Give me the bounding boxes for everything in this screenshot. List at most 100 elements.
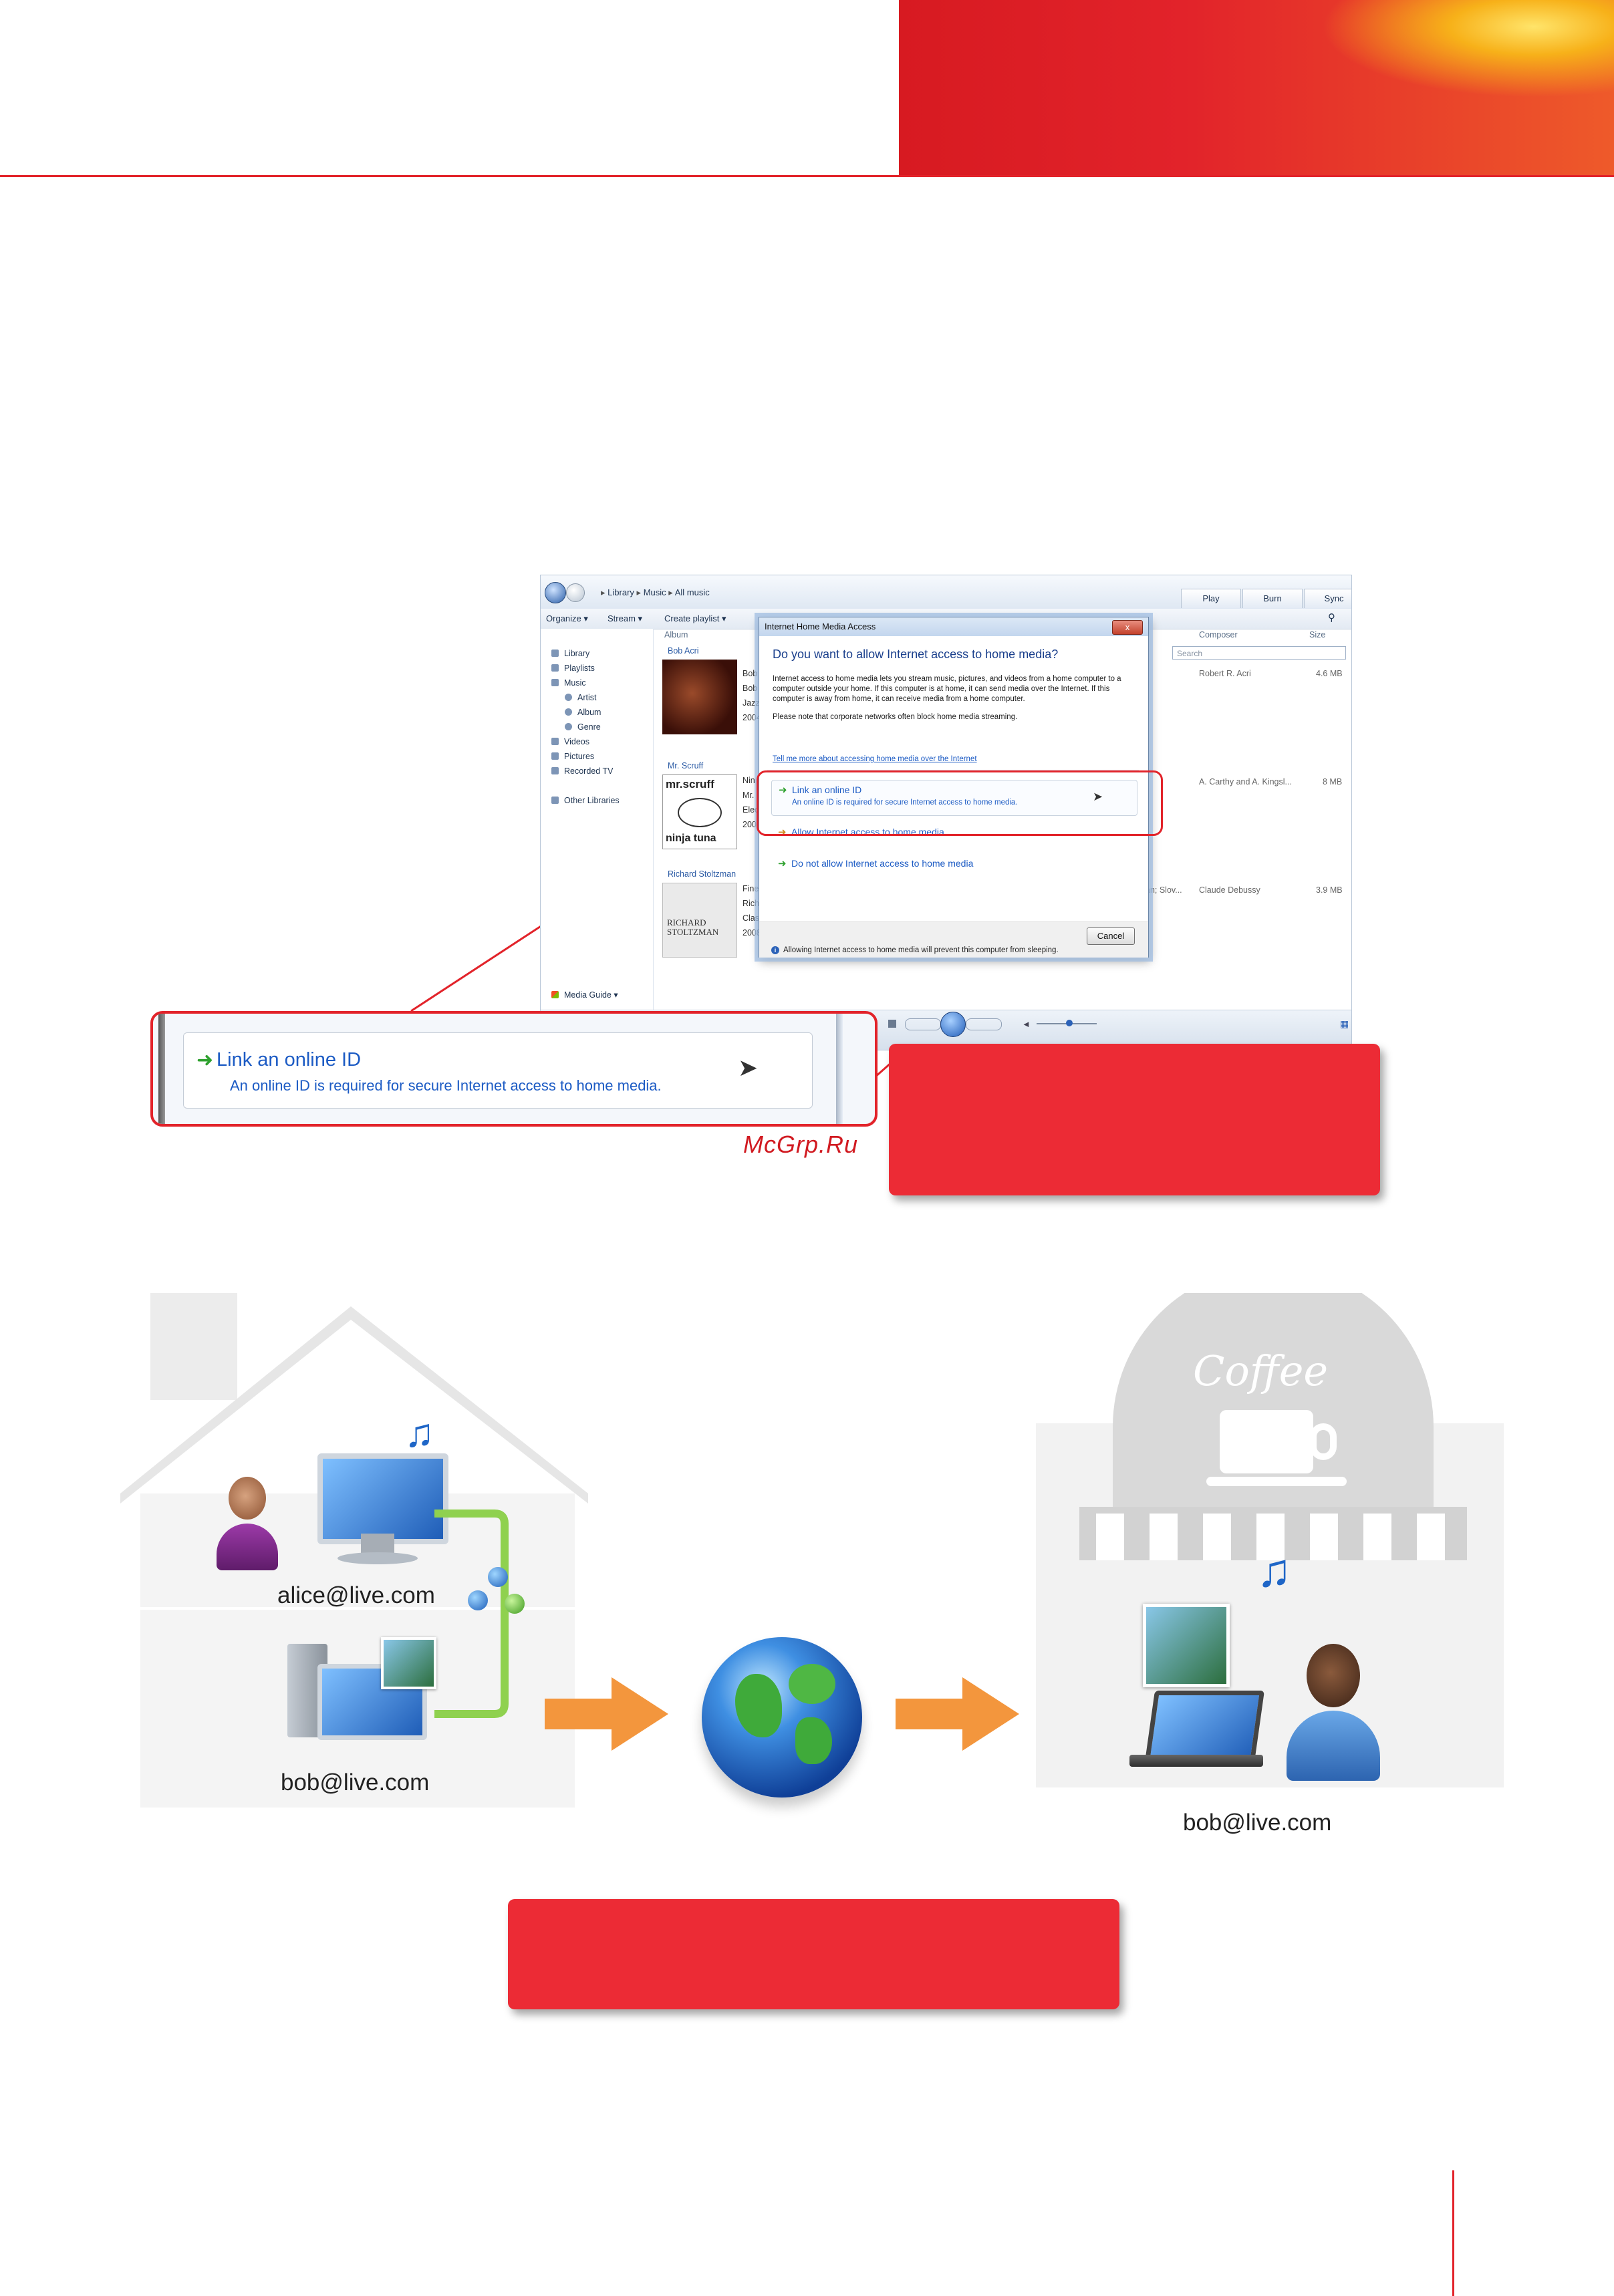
playlists-icon [551,664,559,672]
breadcrumb[interactable]: ▸ Library ▸ Music ▸ All music [601,587,710,597]
stream-menu[interactable]: Stream ▾ [608,613,643,623]
info-icon: i [771,946,779,954]
album-art[interactable]: mr.scruff ninja tuna [662,774,737,849]
learn-more-link[interactable]: Tell me more about accessing home media … [773,755,977,763]
internet-home-media-access-dialog: Internet Home Media Access x Do you want… [759,617,1149,958]
group-artist[interactable]: Richard Stoltzman [668,869,736,879]
bob-away-email-label: bob@live.com [1183,1810,1332,1836]
navigation-pane: Library Playlists Music Artist Album Gen… [541,629,654,1050]
watermark: McGrp.Ru [743,1131,859,1158]
album-art[interactable]: RICHARD STOLTZMAN [662,883,737,958]
music-note-icon [551,679,559,686]
album-icon [565,708,572,716]
nav-videos[interactable]: Videos [551,737,589,746]
windows-flag-icon [551,991,559,998]
artist-icon [565,694,572,701]
tab-sync[interactable]: Sync [1304,589,1351,608]
nav-music[interactable]: Music [551,678,586,688]
breadcrumb-library[interactable]: Library [608,587,634,597]
cancel-button[interactable]: Cancel [1087,927,1135,945]
album-art-text: RICHARD STOLTZMAN [667,917,719,937]
column-size[interactable]: Size [1309,630,1326,639]
option-title: Do not allow Internet access to home med… [791,858,974,869]
dialog-body: Internet access to home media lets you s… [773,675,1121,721]
green-arrow-icon: ➜ [779,784,787,796]
nav-genre[interactable]: Genre [565,722,601,732]
tab-play[interactable]: Play [1181,589,1241,608]
header-color-band [899,0,1614,177]
header-rule [0,175,1614,177]
alice-email-label: alice@live.com [277,1582,435,1608]
album-art[interactable] [662,660,737,734]
group-artist[interactable]: Mr. Scruff [668,761,704,770]
genre-icon [565,723,572,730]
close-button[interactable]: x [1112,620,1143,635]
column-composer[interactable]: Composer [1199,630,1238,639]
volume-thumb[interactable] [1066,1020,1073,1026]
composer-cell: Claude Debussy [1199,885,1260,895]
zoom-option-subtitle: An online ID is required for secure Inte… [230,1077,662,1094]
homegroup-icon [468,1567,528,1620]
nav-media-guide[interactable]: Media Guide ▾ [551,990,618,1000]
bob-avatar-icon [1280,1644,1387,1784]
play-button[interactable] [940,1012,966,1037]
back-button[interactable] [545,582,566,603]
group-artist[interactable]: Bob Acri [668,646,699,656]
dialog-heading: Do you want to allow Internet access to … [773,648,1059,661]
create-playlist-menu[interactable]: Create playlist ▾ [664,613,726,623]
option-do-not-allow[interactable]: ➜ Do not allow Internet access to home m… [771,855,1136,875]
nav-other-libraries[interactable]: Other Libraries [551,796,620,805]
option-title: Link an online ID [792,784,862,795]
album-art-text-top: mr.scruff [666,778,714,791]
nav-pictures[interactable]: Pictures [551,752,594,761]
search-input[interactable]: Search [1172,646,1346,660]
nav-playlists[interactable]: Playlists [551,664,595,673]
red-caption-box [508,1899,1119,2009]
music-notes-icon: ♫ [1256,1544,1292,1596]
organize-menu[interactable]: Organize ▾ [546,613,588,623]
tab-burn[interactable]: Burn [1242,589,1303,608]
composer-cell: Robert R. Acri [1199,669,1251,678]
videos-icon [551,738,559,745]
highlight-callout [757,770,1163,836]
size-cell: 8 MB [1323,777,1343,786]
globe-icon [702,1637,862,1798]
option-link-online-id[interactable]: ➜ Link an online ID An online ID is requ… [771,780,1137,816]
switch-view-icon[interactable]: ▦ [1340,1018,1349,1029]
network-connection-lines [434,1510,509,1718]
arrow-right-icon [896,1677,1019,1751]
column-album[interactable]: Album [664,630,688,639]
breadcrumb-all-music[interactable]: All music [674,587,710,597]
nav-artist[interactable]: Artist [565,693,596,702]
nav-library[interactable]: Library [551,649,589,658]
stop-icon[interactable] [888,1020,896,1028]
player-title-bar: ▸ Library ▸ Music ▸ All music Play Burn … [541,575,1351,609]
music-notes-icon: ♫ [404,1411,434,1455]
previous-button[interactable] [905,1018,941,1030]
green-arrow-icon: ➜ [196,1049,214,1071]
library-icon [551,650,559,657]
tower-computer-icon [287,1630,436,1757]
volume-icon[interactable]: ◄ [1022,1019,1031,1029]
zoom-left-edge [158,1014,165,1124]
green-arrow-icon: ➜ [778,858,787,869]
red-note-box [889,1044,1380,1195]
search-icon[interactable]: ⚲ [1328,612,1335,623]
nav-recorded-tv[interactable]: Recorded TV [551,766,613,776]
coffee-sign-text: Coffee [1193,1346,1329,1395]
mouse-cursor-icon: ➤ [1093,790,1103,803]
next-button[interactable] [966,1018,1002,1030]
forward-button[interactable] [566,583,585,602]
nav-album[interactable]: Album [565,708,601,717]
mouse-cursor-icon: ➤ [738,1054,759,1081]
album-art-text-bottom: ninja tuna [666,833,716,844]
breadcrumb-music[interactable]: Music [643,587,666,597]
zoom-option-box[interactable] [183,1032,813,1109]
arrow-right-icon [545,1677,668,1751]
album-art-shape [678,798,722,827]
